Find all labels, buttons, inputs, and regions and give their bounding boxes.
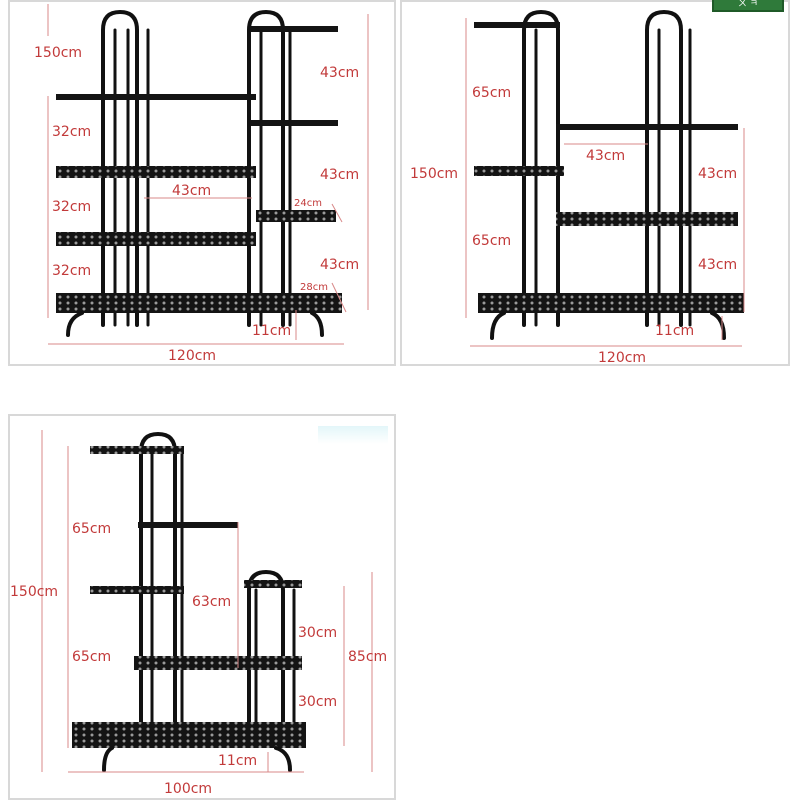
panel-1-left-spacing-3: 32cm — [52, 263, 91, 279]
panel-3-width: 100cm — [164, 781, 212, 797]
panel-1-dimensions — [47, 4, 369, 345]
panel-1-depth-small: 24cm — [294, 198, 322, 209]
panel-2-dimensions — [465, 18, 745, 347]
panel-3-right-total: 85cm — [348, 649, 387, 665]
panel-1-shelf — [56, 9, 342, 337]
panel-3-shelf — [72, 431, 306, 772]
panel-2-left-spacing-1: 65cm — [472, 85, 511, 101]
panel-2-shelf — [474, 9, 744, 340]
logo-icon: ㄨ ㅋ — [712, 0, 784, 12]
panel-2-right-spacing-1: 43cm — [698, 166, 737, 182]
panel-3-leg-height: 11cm — [218, 753, 257, 769]
panel-1-left-spacing-1: 32cm — [52, 124, 91, 140]
panel-2-height-label: 150cm — [410, 166, 458, 182]
panel-2-left-spacing-2: 65cm — [472, 233, 511, 249]
panel-3-left-spacing-2: 65cm — [72, 649, 111, 665]
panel-3-mid-height: 63cm — [192, 594, 231, 610]
panel-3-height-label: 150cm — [10, 584, 58, 600]
panel-2-leg-height: 11cm — [655, 323, 694, 339]
panel-3-right-spacing-1: 30cm — [298, 625, 337, 641]
panel-1-left-spacing-2: 32cm — [52, 199, 91, 215]
panel-1-right-spacing-1: 43cm — [320, 65, 359, 81]
scan-smudge — [318, 426, 388, 444]
panel-2-width: 120cm — [598, 350, 646, 366]
panel-3-dimensions — [41, 430, 373, 773]
panel-2-inner-width: 43cm — [586, 148, 625, 164]
panel-1-leg-height: 11cm — [252, 323, 291, 339]
panel-1-width: 120cm — [168, 348, 216, 364]
panel-1-inner-width: 43cm — [172, 183, 211, 199]
panel-2-right-spacing-2: 43cm — [698, 257, 737, 273]
panel-3-left-spacing-1: 65cm — [72, 521, 111, 537]
panel-3-right-spacing-2: 30cm — [298, 694, 337, 710]
panel-1-height-label: 150cm — [34, 45, 82, 61]
panel-1-depth-large: 28cm — [300, 282, 328, 293]
panel-1-right-spacing-3: 43cm — [320, 257, 359, 273]
panel-1-right-spacing-2: 43cm — [320, 167, 359, 183]
